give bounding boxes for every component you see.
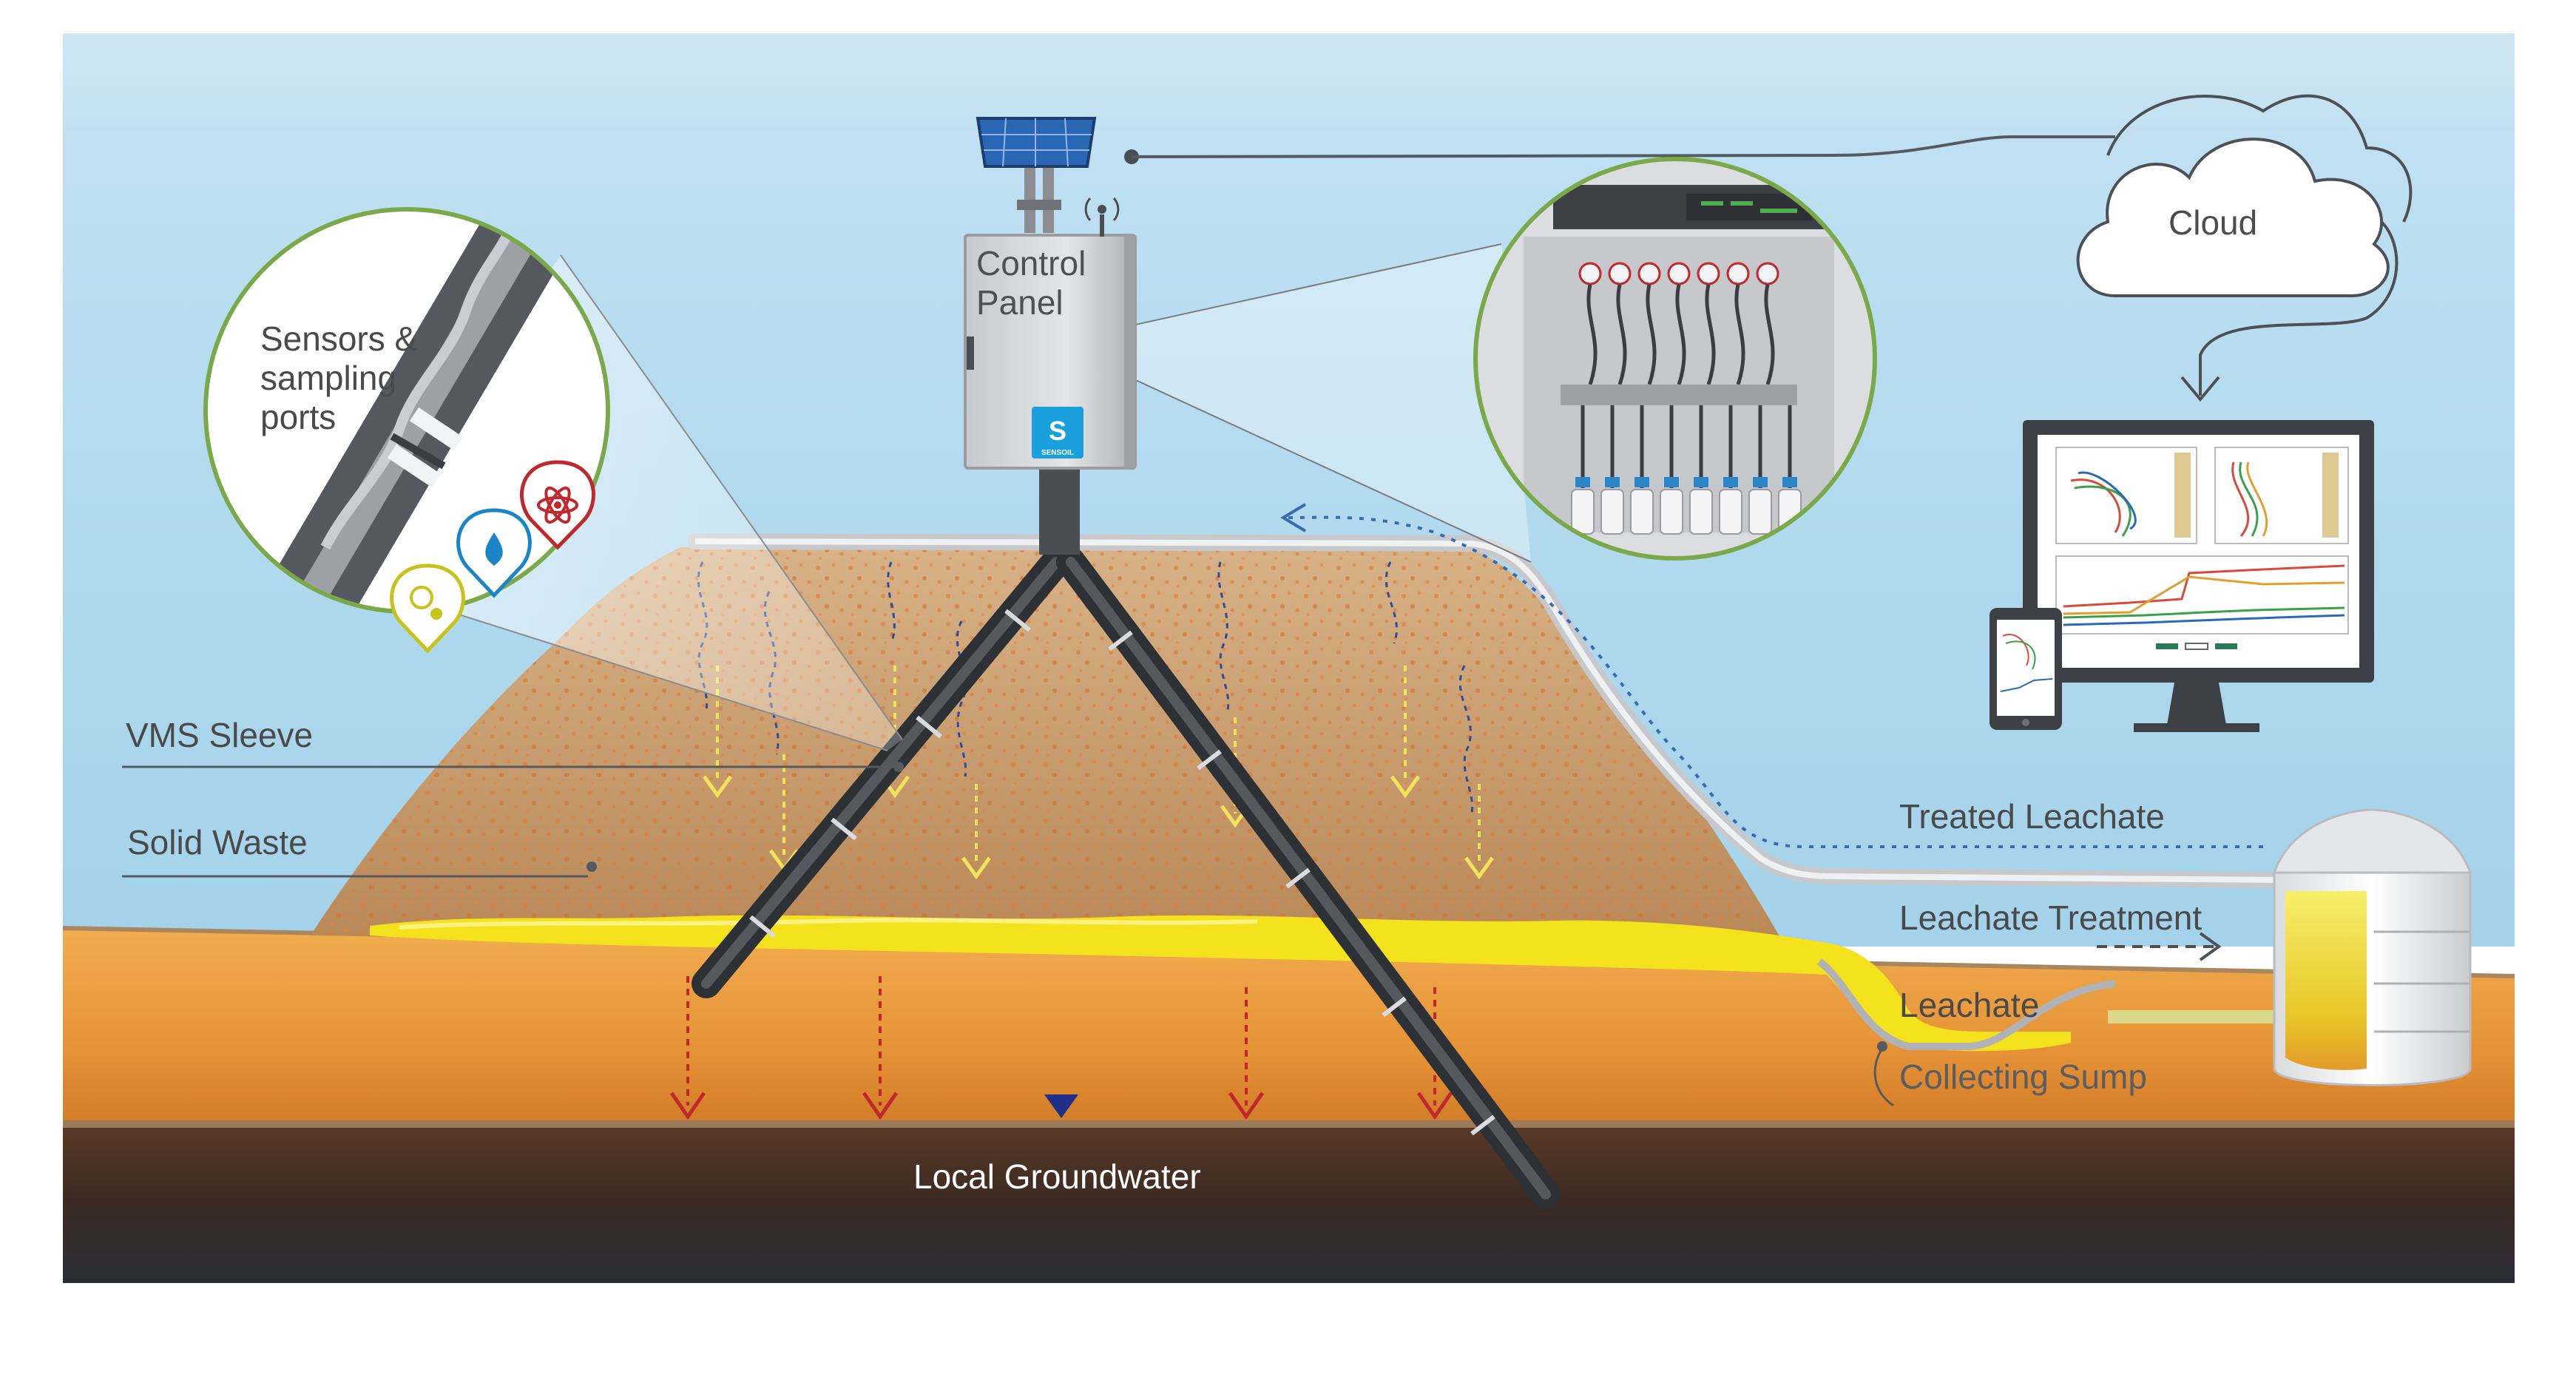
subsoil-layer bbox=[63, 928, 2515, 1131]
cloud-link bbox=[1131, 135, 2115, 158]
antenna-icon bbox=[1098, 205, 1106, 214]
logo-text: SENSOIL bbox=[1041, 449, 1074, 457]
solid-waste-label: Solid Waste bbox=[127, 823, 308, 862]
control-panel-label-line2: Panel bbox=[976, 282, 1064, 322]
leachate-layer bbox=[370, 915, 2071, 1052]
leachate-label: Leachate bbox=[1899, 986, 2040, 1024]
vms-sleeve bbox=[692, 547, 1561, 1209]
local-groundwater-label: Local Groundwater bbox=[913, 1157, 1201, 1196]
groundwater-layer bbox=[63, 1124, 2515, 1283]
control-panel-label-line1: Control bbox=[976, 244, 1086, 282]
cabinet-magnifier bbox=[1473, 157, 1877, 561]
sensor-magnifier bbox=[203, 207, 610, 654]
gas-bubbles-icon bbox=[390, 564, 465, 654]
sensors-label: Sensors & sampling ports bbox=[260, 319, 417, 437]
seepage-arrows bbox=[669, 976, 1453, 1120]
phone-dashboard bbox=[1990, 608, 2062, 730]
collecting-sump bbox=[1816, 958, 2116, 1050]
cloud-icon bbox=[2076, 94, 2413, 297]
sensoil-logo bbox=[1032, 407, 1084, 458]
treated-leachate-path bbox=[1286, 515, 2263, 848]
vms-sleeve-label: VMS Sleeve bbox=[126, 716, 314, 754]
control-panel: S SENSOIL bbox=[964, 197, 1137, 470]
water-table-icon bbox=[1044, 1094, 1078, 1118]
water-drop-icon bbox=[456, 508, 532, 598]
sensors-label-line2: sampling bbox=[260, 358, 397, 397]
svg-text:S: S bbox=[1049, 416, 1066, 446]
atom-icon bbox=[520, 460, 595, 550]
leachate-treatment-tank bbox=[2272, 808, 2472, 1086]
sensors-label-line3: ports bbox=[260, 397, 337, 436]
solar-panel bbox=[976, 117, 1097, 233]
treated-leachate-label: Treated Leachate bbox=[1899, 797, 2165, 836]
leachate-treatment-label: Leachate Treatment bbox=[1899, 898, 2203, 937]
cabinet-zoom-beam bbox=[1065, 244, 1531, 562]
cloud-label: Cloud bbox=[2168, 203, 2258, 242]
monitor-dashboard bbox=[2023, 420, 2374, 732]
control-panel-label: Control Panel bbox=[976, 244, 1086, 322]
sensors-label-line1: Sensors & bbox=[260, 319, 418, 358]
collecting-sump-label: Collecting Sump bbox=[1899, 1057, 2147, 1096]
